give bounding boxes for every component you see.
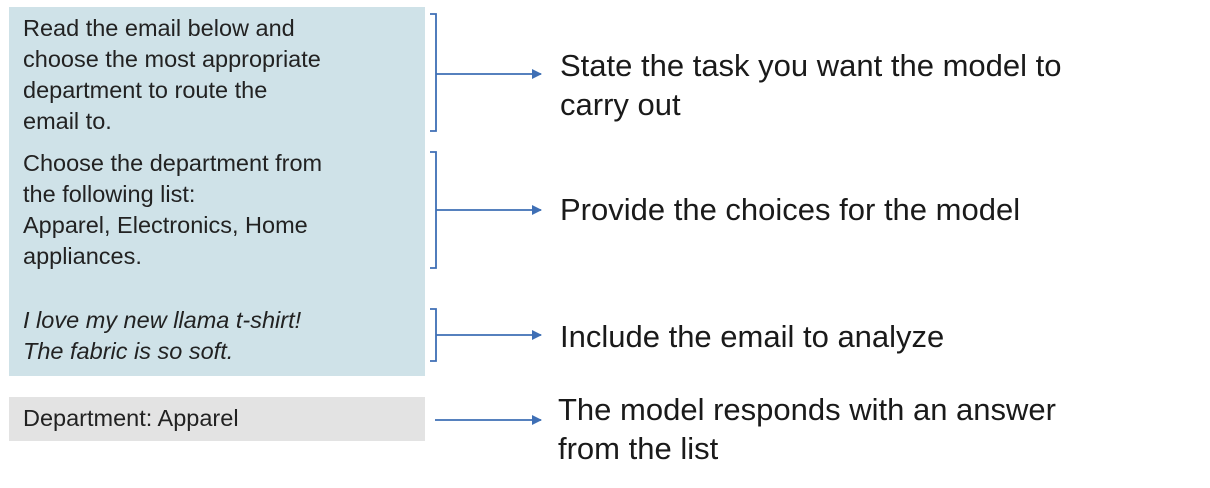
answer-text: Department: Apparel — [23, 405, 239, 431]
annotation-task: State the task you want the model to car… — [560, 48, 1062, 122]
email-text: I love my new llama t-shirt! The fabric … — [23, 307, 302, 364]
task-instruction-text: Read the email below and choose the most… — [23, 15, 321, 134]
choices-text: Choose the department from the following… — [23, 150, 323, 269]
bracket-choices — [430, 151, 437, 269]
bracket-email — [430, 308, 437, 362]
annotation-email: Include the email to analyze — [560, 319, 945, 354]
annotation-choices: Provide the choices for the model — [560, 192, 1021, 227]
bracket-task — [430, 13, 437, 132]
prompt-box — [9, 7, 425, 376]
response-box — [9, 397, 425, 441]
annotation-answer: The model responds with an answer from t… — [558, 392, 1056, 466]
